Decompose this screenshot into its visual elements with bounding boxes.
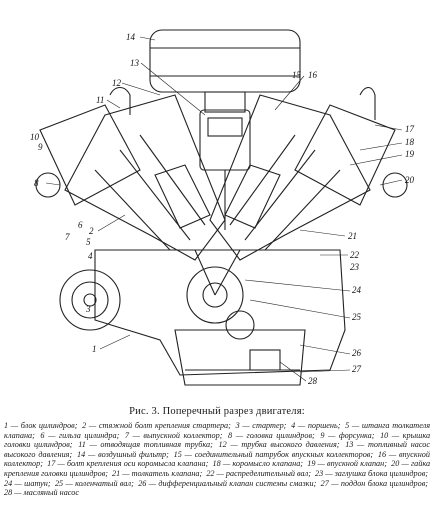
callout-20: 20	[405, 175, 415, 185]
legend-item: 28 — масляный насос	[4, 488, 79, 498]
callout-26: 26	[352, 348, 362, 358]
starter	[59, 269, 121, 331]
legend-item: 14 — воздушный фильтр;	[77, 449, 169, 459]
callout-13: 13	[130, 58, 140, 68]
legend-item: 7 — выпускной коллектор;	[124, 430, 223, 440]
callout-24: 24	[352, 285, 362, 295]
oil-pan	[174, 329, 306, 386]
callout-19: 19	[405, 149, 415, 159]
callout-22: 22	[350, 250, 360, 260]
callout-28: 28	[308, 376, 318, 386]
callout-11: 11	[96, 95, 104, 105]
legend-item: 3 — стартер;	[235, 421, 287, 430]
callout-6: 6	[78, 220, 83, 230]
oil-pump	[249, 349, 281, 371]
legend-item: 22 — распределительный вал;	[206, 468, 311, 478]
callout-4: 4	[88, 251, 93, 261]
callout-27: 27	[352, 364, 362, 374]
callout-17: 17	[405, 124, 415, 134]
callout-8: 8	[34, 178, 39, 188]
legend-item: 4 — поршень;	[291, 421, 341, 430]
left-cylinder-bank	[39, 94, 226, 261]
right-cylinder-bank	[209, 94, 396, 261]
legend-item: 5 — штанга толкателя клапана;	[4, 421, 431, 440]
legend-item: 25 — коленчатый вал;	[54, 478, 134, 488]
figure-legend: 1 — блок цилиндров; 2 — стяжной болт кре…	[4, 421, 430, 498]
callout-14: 14	[126, 32, 136, 42]
legend-item: 17 — болт крепления оси коромысла клапан…	[47, 459, 209, 469]
crankcase	[94, 249, 346, 376]
callout-23: 23	[350, 262, 360, 272]
legend-item: 23 — заглушка блока цилиндров;	[315, 468, 428, 478]
callout-7: 7	[65, 232, 70, 242]
legend-item: 13 — топливный насос высокого давления;	[4, 440, 431, 459]
figure-caption: Рис. 3. Поперечный разрез двигателя:	[129, 406, 305, 417]
legend-item: 11 — отводящая топливная трубка;	[78, 440, 213, 450]
legend-item: 15 — соединительный патрубок впускных ко…	[173, 449, 374, 459]
callout-21: 21	[348, 231, 357, 241]
legend-item: 18 — коромысло клапана;	[212, 459, 304, 469]
legend-item: 27 — поддон блока цилиндров;	[320, 478, 428, 488]
legend-item: 1 — блок цилиндров;	[4, 421, 78, 430]
legend-item: 8 — головка цилиндров;	[228, 430, 315, 440]
legend-item: 2 — стяжной болт крепления стартера;	[82, 421, 231, 430]
callout-10: 10	[30, 132, 40, 142]
legend-item: 12 — трубка высокого давления;	[218, 440, 340, 450]
legend-item: 24 — шатун;	[4, 478, 51, 488]
legend-item: 16 — впускной коллектор;	[4, 449, 430, 469]
legend-item: 20 — гайка крепления головки цилиндров;	[4, 459, 431, 478]
legend-item: 9 — форсунка;	[320, 430, 375, 440]
callout-16: 16	[308, 70, 318, 80]
callout-12: 12	[112, 78, 122, 88]
air-filter	[149, 29, 301, 93]
callout-25: 25	[352, 312, 362, 322]
legend-item: 26 — дифференциальный клапан системы сма…	[138, 478, 317, 488]
callout-18: 18	[405, 137, 415, 147]
callout-2: 2	[89, 226, 94, 236]
callout-3: 3	[85, 304, 91, 314]
callout-9: 9	[38, 142, 43, 152]
callout-5: 5	[86, 237, 91, 247]
callout-1: 1	[92, 344, 97, 354]
engine-cross-section-drawing: 1 2 3 4 5 6 7 8 9 10 11 12 13 14 15 16 1…	[30, 29, 415, 386]
legend-item: 21 — толкатель клапана;	[112, 468, 203, 478]
callout-15: 15	[292, 70, 302, 80]
legend-item: 6 — гильза цилиндра;	[40, 430, 120, 440]
legend-item: 19 — впускной клапан;	[307, 459, 387, 469]
legend-item: 10 — крышка головки цилиндров;	[4, 430, 431, 450]
